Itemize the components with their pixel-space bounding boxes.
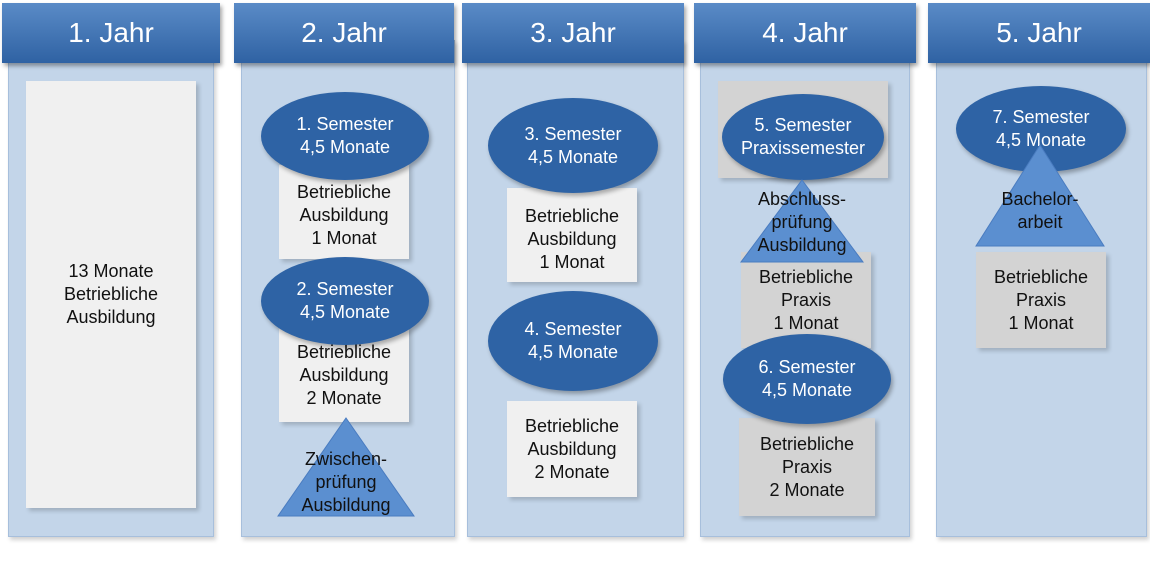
year-2-header: 2. Jahr [234, 3, 454, 63]
year-3-training-1-box: Betriebliche Ausbildung 1 Monat [507, 188, 637, 282]
thesis-triangle: Bachelor- arbeit [975, 144, 1105, 247]
year-4-practice-1-box: Betriebliche Praxis 1 Monat [741, 252, 871, 348]
semester-1-title: 1. Semester [296, 114, 394, 134]
year-3-training-1-line: Betriebliche [524, 205, 620, 226]
semester-6-duration: 4,5 Monate [761, 380, 853, 400]
intermediate-exam-line: prüfung [315, 472, 377, 492]
year-2-training-2-line: Betriebliche [296, 341, 392, 362]
year-5-practice-line: Praxis [1015, 289, 1066, 310]
semester-2-ellipse: 2. Semester 4,5 Monate [261, 257, 429, 345]
year-4-practice-2-box: Betriebliche Praxis 2 Monate [739, 418, 875, 516]
semester-2-duration: 4,5 Monate [299, 302, 391, 322]
intermediate-exam-line: Zwischen- [304, 449, 388, 469]
year-4-practice-2-line: Betriebliche [759, 433, 855, 454]
semester-4-ellipse: 4. Semester 4,5 Monate [488, 291, 658, 391]
year-5-practice-line: 1 Monat [1008, 312, 1074, 333]
semester-3-duration: 4,5 Monate [527, 146, 619, 167]
year-3-training-2-box: Betriebliche Ausbildung 2 Monate [507, 401, 637, 497]
semester-5-type: Praxissemester [740, 138, 866, 158]
intermediate-exam-triangle-shape [277, 417, 415, 517]
semester-2-title: 2. Semester [296, 279, 394, 299]
year-3-training-2-line: Betriebliche [524, 415, 620, 436]
intermediate-exam-triangle: Zwischen- prüfung Ausbildung [277, 417, 415, 517]
year-1-training-line: Betriebliche [63, 284, 159, 304]
year-2-training-2-line: Ausbildung [299, 364, 389, 385]
final-exam-triangle: Abschluss- prüfung Ausbildung [740, 179, 864, 263]
final-exam-line: prüfung [771, 212, 833, 232]
year-2-training-1-line: Betriebliche [296, 181, 392, 202]
intermediate-exam-line: Ausbildung [301, 495, 391, 515]
year-1-training-line: 13 Monate [68, 261, 154, 281]
year-3-training-2-line: 2 Monate [534, 461, 610, 482]
semester-6-ellipse: 6. Semester 4,5 Monate [723, 334, 891, 424]
semester-3-ellipse: 3. Semester 4,5 Monate [488, 98, 658, 193]
year-5-practice-line: Betriebliche [993, 266, 1089, 287]
year-5-practice-box: Betriebliche Praxis 1 Monat [976, 252, 1106, 348]
year-4-header: 4. Jahr [694, 3, 916, 63]
semester-7-duration: 4,5 Monate [995, 130, 1087, 150]
year-4-practice-2-line: Praxis [781, 456, 832, 477]
thesis-line: Bachelor- [1001, 189, 1079, 209]
year-2-training-2-line: 2 Monate [306, 387, 382, 408]
semester-5-ellipse: 5. Semester Praxissemester [722, 94, 884, 180]
final-exam-triangle-shape [740, 179, 864, 263]
semester-4-title: 4. Semester [524, 319, 622, 339]
year-4-practice-1-line: 1 Monat [773, 312, 839, 333]
year-1-training-box: 13 Monate Betriebliche Ausbildung [26, 81, 196, 508]
semester-4-duration: 4,5 Monate [527, 342, 619, 362]
intermediate-exam-label: Zwischen- prüfung Ausbildung [278, 448, 414, 517]
semester-5-title: 5. Semester [754, 115, 852, 135]
year-4-practice-1-line: Betriebliche [758, 266, 854, 287]
final-exam-line: Abschluss- [757, 189, 847, 209]
semester-3-title: 3. Semester [524, 123, 622, 144]
year-2-training-1-box: Betriebliche Ausbildung 1 Monat [279, 165, 409, 259]
semester-7-title: 7. Semester [992, 107, 1090, 127]
year-1-training-line: Ausbildung [66, 307, 156, 327]
year-3-training-1-line: 1 Monat [539, 251, 605, 272]
semester-1-ellipse: 1. Semester 4,5 Monate [261, 92, 429, 180]
thesis-label: Bachelor- arbeit [976, 188, 1104, 234]
year-2-training-1-line: Ausbildung [299, 204, 389, 225]
year-5-header: 5. Jahr [928, 3, 1150, 63]
year-4-practice-1-line: Praxis [780, 289, 831, 310]
thesis-line: arbeit [1017, 212, 1063, 232]
semester-6-title: 6. Semester [758, 357, 856, 377]
final-exam-line: Ausbildung [757, 235, 847, 255]
year-2-training-1-line: 1 Monat [311, 227, 377, 248]
thesis-triangle-shape [975, 144, 1105, 247]
year-4-practice-2-line: 2 Monate [769, 479, 845, 500]
final-exam-label: Abschluss- prüfung Ausbildung [741, 188, 863, 257]
year-3-training-1-line: Ausbildung [527, 228, 617, 249]
year-1-header: 1. Jahr [2, 3, 220, 63]
year-3-training-2-line: Ausbildung [527, 438, 617, 459]
semester-1-duration: 4,5 Monate [299, 137, 391, 157]
year-3-header: 3. Jahr [462, 3, 684, 63]
